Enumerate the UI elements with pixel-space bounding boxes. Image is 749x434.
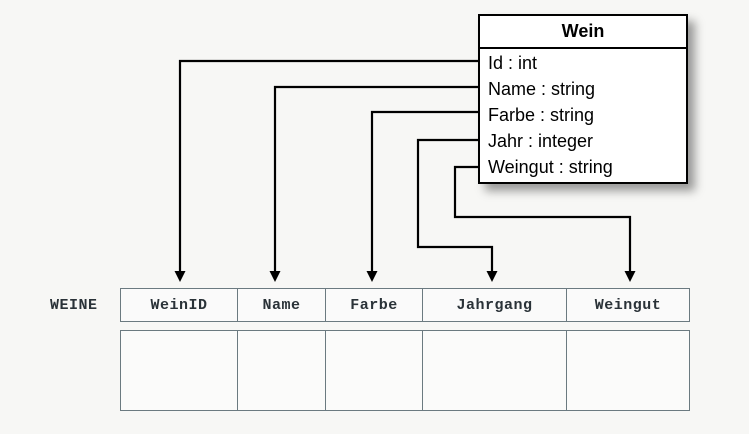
uml-attribute-weingut: Weingut : string bbox=[488, 157, 613, 177]
table-cell-farbe[interactable] bbox=[325, 330, 423, 411]
table-cell-weinid[interactable] bbox=[120, 330, 238, 411]
connector-id-to-weinid bbox=[174, 59, 478, 282]
table-column-header-name[interactable]: Name bbox=[237, 288, 326, 322]
table-row bbox=[120, 330, 690, 411]
uml-class-box[interactable]: Wein Id : int Name : string Farbe : stri… bbox=[478, 14, 688, 184]
connector-weingut-to-weingut bbox=[453, 165, 636, 282]
uml-attribute-farbe: Farbe : string bbox=[488, 105, 595, 125]
uml-attribute-list: Id : int Name : string Farbe : string Ja… bbox=[480, 49, 686, 182]
connector-jahr-to-jahrgang bbox=[416, 138, 498, 282]
connector-farbe-to-farbe bbox=[366, 110, 478, 282]
connector-name-to-name bbox=[269, 85, 478, 282]
uml-class-name: Wein bbox=[480, 16, 686, 49]
table-header-row: WeinID Name Farbe Jahrgang Weingut bbox=[120, 288, 690, 322]
uml-attribute-id: Id : int bbox=[488, 53, 538, 73]
table-name-label: WEINE bbox=[50, 297, 98, 314]
table-cell-name[interactable] bbox=[237, 330, 326, 411]
table-cell-weingut[interactable] bbox=[566, 330, 690, 411]
table-cell-jahrgang[interactable] bbox=[422, 330, 567, 411]
table-column-header-weinid[interactable]: WeinID bbox=[120, 288, 238, 322]
uml-attribute-jahr: Jahr : integer bbox=[488, 131, 594, 151]
uml-attribute-name: Name : string bbox=[488, 79, 596, 99]
table-column-header-jahrgang[interactable]: Jahrgang bbox=[422, 288, 567, 322]
table-column-header-farbe[interactable]: Farbe bbox=[325, 288, 423, 322]
table-column-header-weingut[interactable]: Weingut bbox=[566, 288, 690, 322]
